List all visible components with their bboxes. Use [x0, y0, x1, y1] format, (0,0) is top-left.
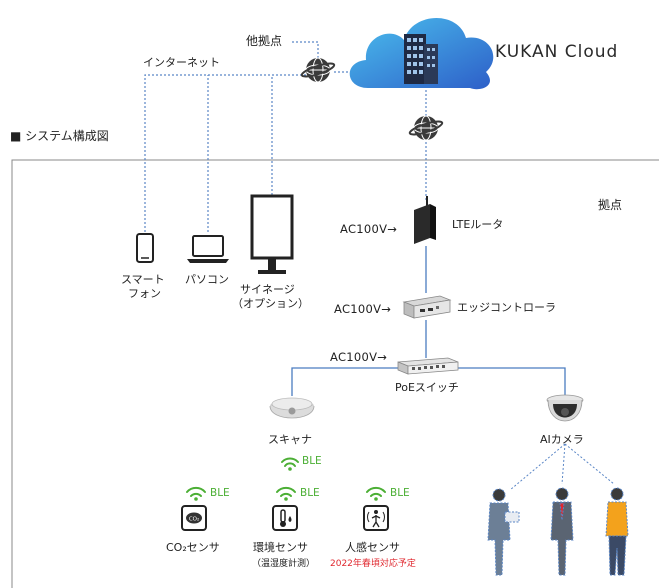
router-icon [414, 196, 436, 244]
site-label: 拠点 [598, 198, 623, 212]
person-icon [605, 487, 629, 576]
thermometer-icon [272, 505, 298, 531]
signage-icon [250, 194, 294, 274]
switch-icon [397, 357, 459, 375]
building-icon [404, 34, 438, 84]
scanner-icon [269, 397, 315, 419]
motion-sensor-icon [363, 505, 389, 531]
wifi-icon [366, 486, 386, 501]
svg-text:CO₂: CO₂ [189, 517, 199, 523]
controller-icon [402, 295, 452, 319]
cloud-icon [349, 17, 494, 90]
system-diagram-title: ■ システム構成図 [10, 129, 109, 143]
laptop-icon [187, 235, 229, 263]
camera-icon [546, 394, 584, 422]
scanner-label: スキャナ [268, 433, 312, 446]
env-ble-label: BLE [300, 487, 320, 499]
co2-ble-label: BLE [210, 487, 230, 499]
person-icon [550, 487, 574, 576]
globe-icon [408, 115, 444, 141]
internet-links [144, 41, 427, 232]
wifi-icon [186, 486, 206, 501]
wifi-icon [281, 457, 299, 471]
power-lte: AC100V→ [340, 222, 398, 236]
power-edge: AC100V→ [334, 302, 392, 316]
env-sensor-label: 環境センサ [253, 541, 308, 554]
pc-label: パソコン [185, 273, 229, 286]
cloud-label: KUKAN Cloud [495, 42, 619, 62]
poe-switch-label: PoEスイッチ [395, 381, 459, 394]
power-switch: AC100V→ [330, 350, 388, 364]
internet-label: インターネット [143, 56, 220, 69]
site-wiring [291, 246, 566, 396]
signage-label-1: サイネージ [240, 283, 295, 296]
human-sensor-note: 2022年春頃対応予定 [330, 559, 416, 569]
smartphone-label-1: スマート [121, 273, 165, 286]
person-icon [487, 488, 520, 576]
people [487, 487, 629, 576]
human-ble-label: BLE [390, 487, 410, 499]
scanner-ble-label: BLE [302, 455, 322, 467]
camera-view-lines [509, 443, 615, 491]
env-sensor-note: （温湿度計測） [252, 559, 316, 569]
smartphone-label-2: フォン [128, 287, 161, 300]
signage-label-2: （オプション） [232, 297, 309, 310]
wifi-icon [276, 486, 296, 501]
globe-icon [300, 57, 336, 83]
co2-sensor-label: CO₂センサ [166, 541, 220, 554]
other-site-label: 他拠点 [246, 34, 283, 48]
human-sensor-label: 人感センサ [345, 541, 400, 554]
ble-signals [186, 457, 386, 501]
co2-sensor-icon: CO₂ [181, 505, 207, 531]
site-boundary [11, 159, 659, 588]
edge-controller-label: エッジコントローラ [457, 301, 556, 314]
smartphone-icon [136, 233, 154, 263]
ai-camera-label: AIカメラ [540, 433, 584, 446]
lte-router-label: LTEルータ [452, 218, 504, 231]
